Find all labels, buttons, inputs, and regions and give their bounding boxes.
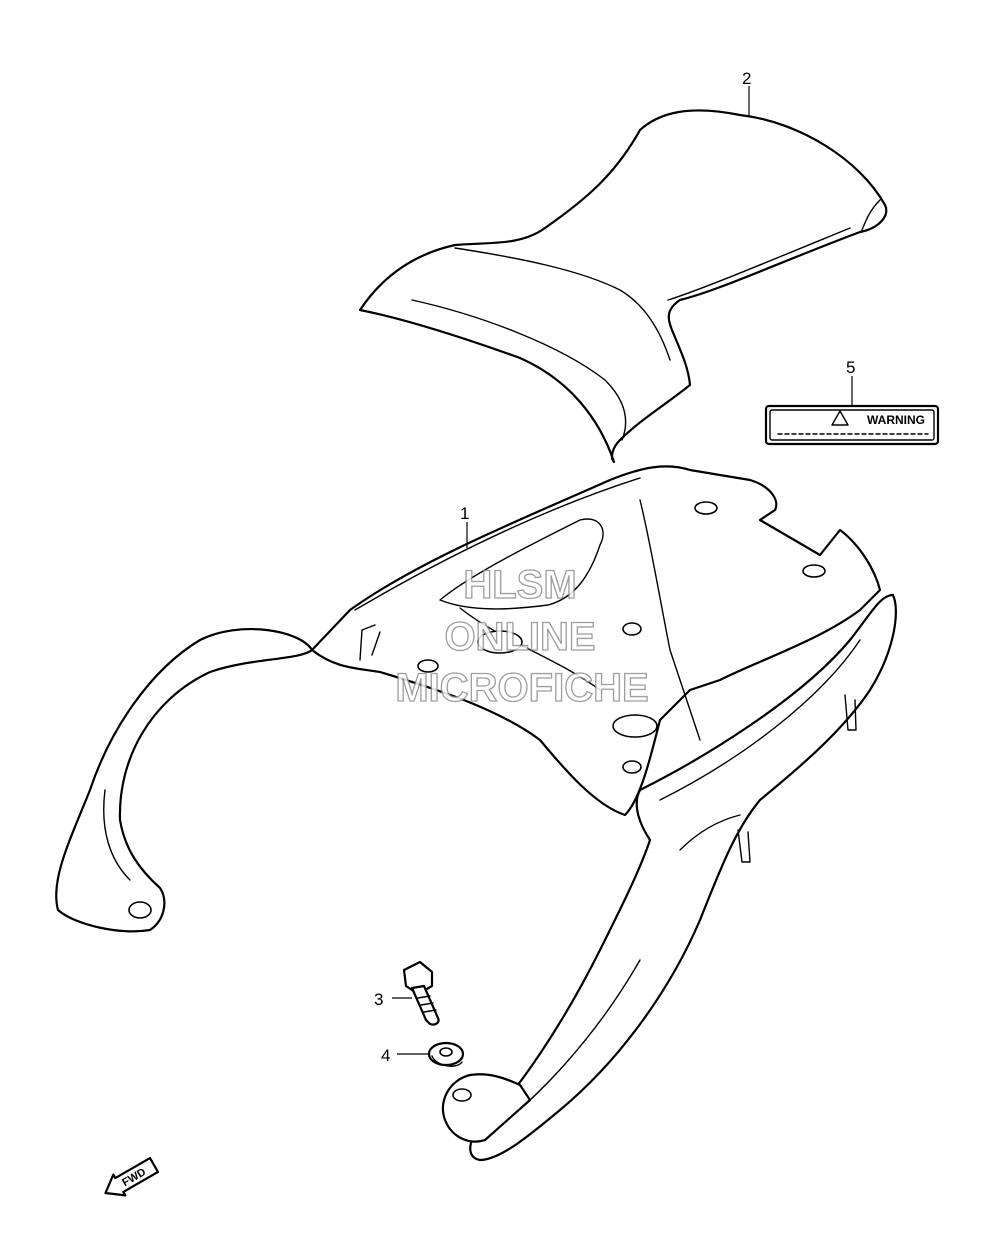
plate-hole-2 <box>802 564 826 578</box>
callout-numbers: 1 2 3 4 5 <box>374 69 855 1065</box>
plate-hole-6 <box>612 714 658 738</box>
watermark-line-3: MICROFICHE <box>395 666 648 710</box>
callout-3: 3 <box>374 990 383 1009</box>
callout-4: 4 <box>381 1046 390 1065</box>
part-4-collar[interactable] <box>427 1041 465 1067</box>
fwd-arrow-icon <box>104 1156 160 1197</box>
handle-bolt-hole <box>452 1088 472 1102</box>
part-1-carrier-frame[interactable] <box>55 465 897 1162</box>
fwd-direction-marker: FWD <box>104 1156 160 1197</box>
callout-1: 1 <box>460 504 469 523</box>
watermark-line-2: ONLINE <box>444 615 595 659</box>
plate-hole-4 <box>477 630 523 654</box>
plate-hole-3 <box>622 622 642 636</box>
watermark-line-1: HLSM <box>463 563 576 607</box>
left-arm-bolt-hole <box>128 901 152 919</box>
part-3-bolt[interactable] <box>402 960 440 1026</box>
plate-hole-5 <box>417 659 439 673</box>
warning-label-text: WARNING <box>867 413 925 427</box>
callout-5: 5 <box>846 358 855 377</box>
watermark: HLSM ONLINE MICROFICHE <box>395 562 650 710</box>
warning-triangle-icon <box>831 410 849 426</box>
leader-lines <box>392 86 853 1055</box>
callout-2: 2 <box>742 69 751 88</box>
plate-hole-1 <box>694 501 718 515</box>
part-2-cushion[interactable] <box>358 109 888 464</box>
plate-hole-7 <box>622 760 642 774</box>
part-5-warning-label[interactable]: WARNING <box>764 404 940 446</box>
